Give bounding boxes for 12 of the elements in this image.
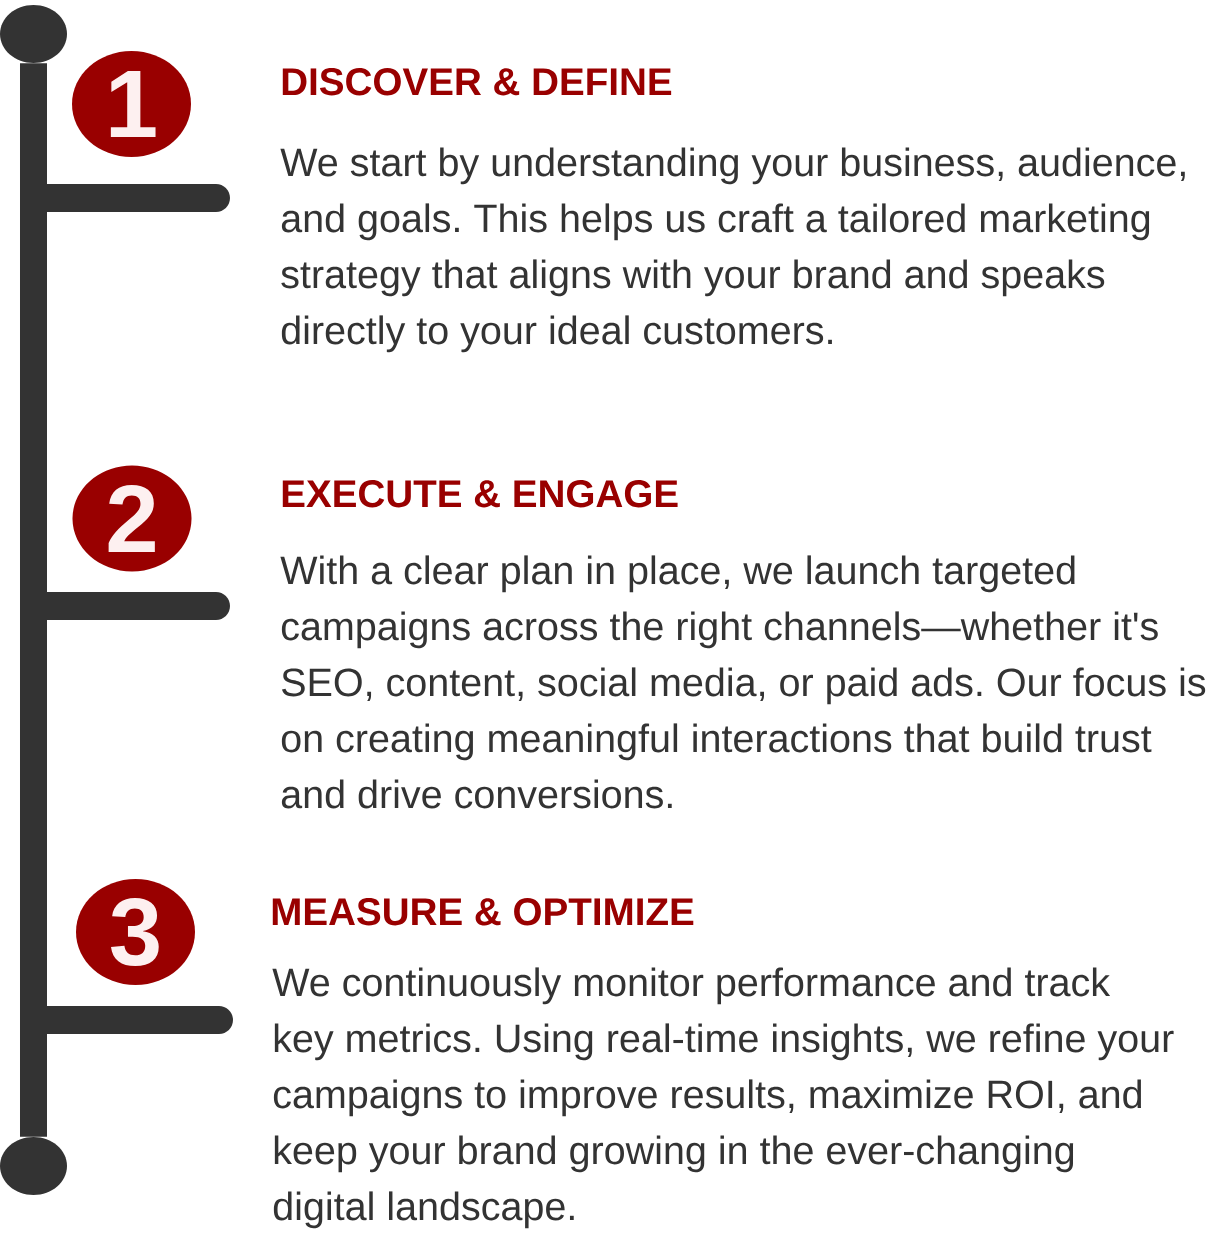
step-heading: EXECUTE & ENGAGE bbox=[282, 480, 678, 508]
branch-bar bbox=[47, 184, 230, 212]
step-heading: DISCOVER & DEFINE bbox=[282, 68, 672, 96]
branch-bar bbox=[47, 592, 230, 620]
step-heading: MEASURE & OPTIMIZE bbox=[272, 898, 694, 926]
end-dot bbox=[0, 1137, 67, 1195]
branch-bar bbox=[47, 1006, 233, 1034]
step-description: We continuously monitor performance and track key metrics. Using real-time insights, we refine your campaigns to improve results, maximize ROI, and keep your brand growing in the ever-changing digital landscape. bbox=[272, 967, 1174, 1229]
timeline-line bbox=[20, 63, 47, 1137]
step-description: With a clear plan in place, we launch targeted campaigns across the right channels—whether it's SEO, content, social media, or paid ads. Our focus is on creating meaningful interactions that build trust and drive conversions. bbox=[280, 555, 1206, 809]
step-description: We start by understanding your business, audience, and goals. This helps us craft a tailored marketing strategy that aligns with your brand and speaks directly to your ideal customers. bbox=[280, 147, 1185, 353]
end-dot bbox=[0, 5, 67, 63]
